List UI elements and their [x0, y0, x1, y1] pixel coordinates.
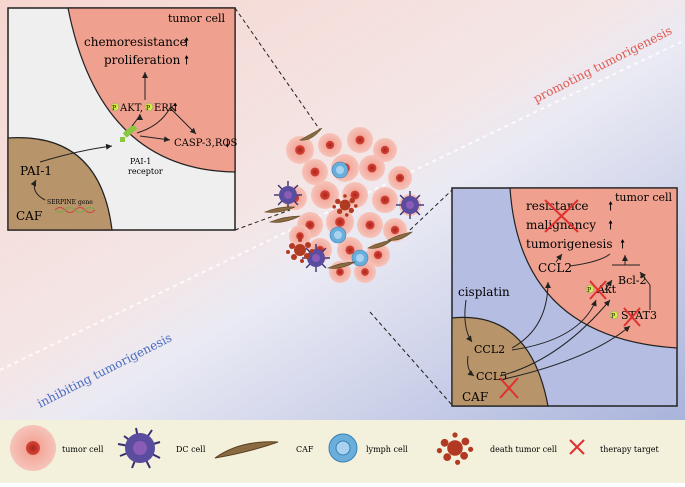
- tumor-cell: [373, 138, 397, 162]
- legend-label: lymph cell: [366, 445, 408, 454]
- caf-cell: [268, 215, 301, 223]
- bcl2-label: Bcl-2: [618, 274, 646, 287]
- legend-label: CAF: [296, 445, 314, 454]
- tumor-cell-region: [509, 187, 678, 349]
- caf-cell: [299, 127, 323, 141]
- legend-label: DC cell: [176, 445, 206, 454]
- lymph-cell: [329, 226, 347, 244]
- caf-icon: [214, 441, 279, 459]
- tumor-cell: [286, 136, 314, 164]
- pai1-receptor-icon: [122, 124, 138, 138]
- pai1-ligand-icon: [120, 137, 125, 142]
- panel-top: tumor cell chemoresistance 🠕 proliferati…: [7, 7, 238, 231]
- up-arrow-icon: 🠕: [608, 199, 613, 213]
- p-label: P: [587, 287, 591, 294]
- resistance-label: resistance: [526, 199, 589, 213]
- phospho-icon: [110, 102, 120, 112]
- cell-cluster: [263, 127, 424, 283]
- tumor-cell: [289, 225, 311, 247]
- caf-label: CAF: [16, 209, 42, 223]
- tumor-cell-label: tumor cell: [168, 12, 226, 25]
- p-label: P: [611, 313, 615, 320]
- lymph-cell: [351, 249, 369, 267]
- caf-cell: [326, 261, 357, 269]
- tumor-cell: [366, 243, 390, 267]
- tumor-cell: [311, 181, 339, 209]
- tumor-cell: [372, 187, 398, 213]
- tumor-cell: [318, 133, 342, 157]
- ccl2-top-label: CCL2: [538, 261, 572, 275]
- caf-label: CAF: [462, 390, 488, 404]
- caf-cell: [263, 206, 296, 213]
- connector-top-2: [234, 209, 291, 231]
- tumor-cell-label: tumor cell: [615, 191, 673, 204]
- erk-label: ERK: [154, 103, 177, 114]
- tumor-cell: [354, 261, 376, 283]
- tumor-cell: [347, 127, 373, 153]
- dc-cell: [396, 191, 424, 219]
- cisplatin-label: cisplatin: [458, 285, 510, 299]
- connector-bottom-1: [409, 189, 453, 231]
- proliferation-label: proliferation: [104, 53, 181, 67]
- tumor-cell: [359, 155, 385, 181]
- gene-label: gene: [78, 199, 93, 206]
- death-tumor-cell: [332, 194, 358, 217]
- dc-cell: [302, 244, 330, 272]
- phospho-icon: [585, 284, 595, 294]
- up-arrow-icon: 🠕: [608, 218, 613, 232]
- down-arrow-icon: 🠗: [225, 137, 230, 150]
- akt-label: AKT,: [119, 103, 143, 114]
- legend-label: death tumor cell: [490, 445, 557, 454]
- legend-label: therapy target: [600, 445, 660, 454]
- p-label: P: [146, 105, 150, 112]
- death-tumor-cell: [286, 238, 314, 263]
- receptor-label-2: receptor: [128, 167, 163, 176]
- serpine-label: SERPINE: [47, 199, 76, 206]
- panel-bottom: tumor cell resistance 🠕 malignancy 🠕 tum…: [451, 187, 678, 407]
- up-arrow-icon: 🠕: [620, 237, 625, 251]
- casp3-ros-label: CASP-3,ROS: [174, 138, 238, 149]
- phospho-icon: [609, 310, 619, 320]
- dc-cell: [274, 181, 302, 209]
- up-arrow-icon: 🠕: [184, 35, 189, 49]
- up-arrow-icon: 🠕: [184, 53, 189, 67]
- ccl5-label: CCL5: [476, 370, 507, 383]
- lymph-cell: [331, 161, 349, 179]
- connector-top-1: [234, 7, 321, 131]
- ccl2-label: CCL2: [474, 343, 505, 356]
- p-label: P: [112, 105, 116, 112]
- tumor-cell: [357, 212, 383, 238]
- tumorigenesis-label: tumorigenesis: [526, 237, 613, 251]
- caf-region: [7, 137, 113, 231]
- caf-region: [451, 316, 549, 407]
- phospho-icon: [144, 102, 154, 112]
- death-tumor-cell-icon: [436, 432, 474, 465]
- dc-cell-icon: [117, 427, 161, 469]
- tumor-cell: [388, 166, 412, 190]
- caf-cell: [387, 231, 414, 241]
- malignancy-label: malignancy: [526, 218, 596, 232]
- up-arrow-icon: 🠕: [173, 101, 178, 114]
- chemoresistance-label: chemoresistance: [84, 35, 187, 49]
- legend: tumor cell DC cell CAF lymph cell death …: [0, 420, 685, 483]
- tumor-cell: [302, 159, 328, 185]
- pai1-label: PAI-1: [20, 164, 52, 178]
- legend-label: tumor cell: [62, 445, 104, 454]
- receptor-label-1: PAI-1: [130, 157, 151, 166]
- divider-line: [0, 39, 685, 371]
